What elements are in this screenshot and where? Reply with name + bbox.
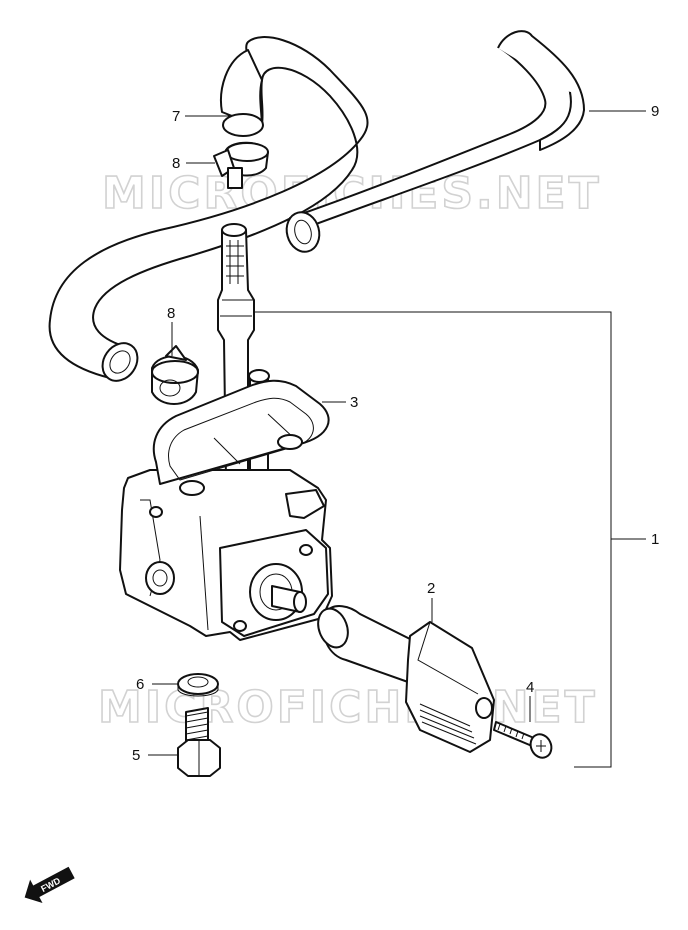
hose-clamp-8-lower[interactable] bbox=[151, 345, 199, 405]
callout-8-upper: 8 bbox=[172, 155, 180, 172]
callout-3: 3 bbox=[350, 394, 358, 411]
watermark-bottom: MICROFICHES.NET bbox=[98, 682, 598, 733]
callout-8-lower: 8 bbox=[167, 305, 175, 322]
bolt-5[interactable] bbox=[177, 707, 221, 777]
callout-lines bbox=[148, 110, 646, 768]
callout-1: 1 bbox=[651, 531, 659, 548]
valve-lever-2[interactable] bbox=[313, 604, 495, 753]
screw-4[interactable] bbox=[493, 721, 555, 761]
hose-9[interactable] bbox=[282, 30, 585, 255]
callout-6: 6 bbox=[136, 676, 144, 693]
callout-2: 2 bbox=[427, 580, 435, 597]
hose-clamp-8-upper[interactable] bbox=[213, 141, 269, 189]
callout-5: 5 bbox=[132, 747, 140, 764]
callout-7: 7 bbox=[172, 108, 180, 125]
callout-9: 9 bbox=[651, 103, 659, 120]
callout-4: 4 bbox=[526, 679, 534, 696]
gasket-3[interactable] bbox=[152, 379, 330, 496]
hose-7[interactable] bbox=[48, 36, 369, 388]
fwd-arrow-icon: FWD bbox=[24, 866, 75, 903]
